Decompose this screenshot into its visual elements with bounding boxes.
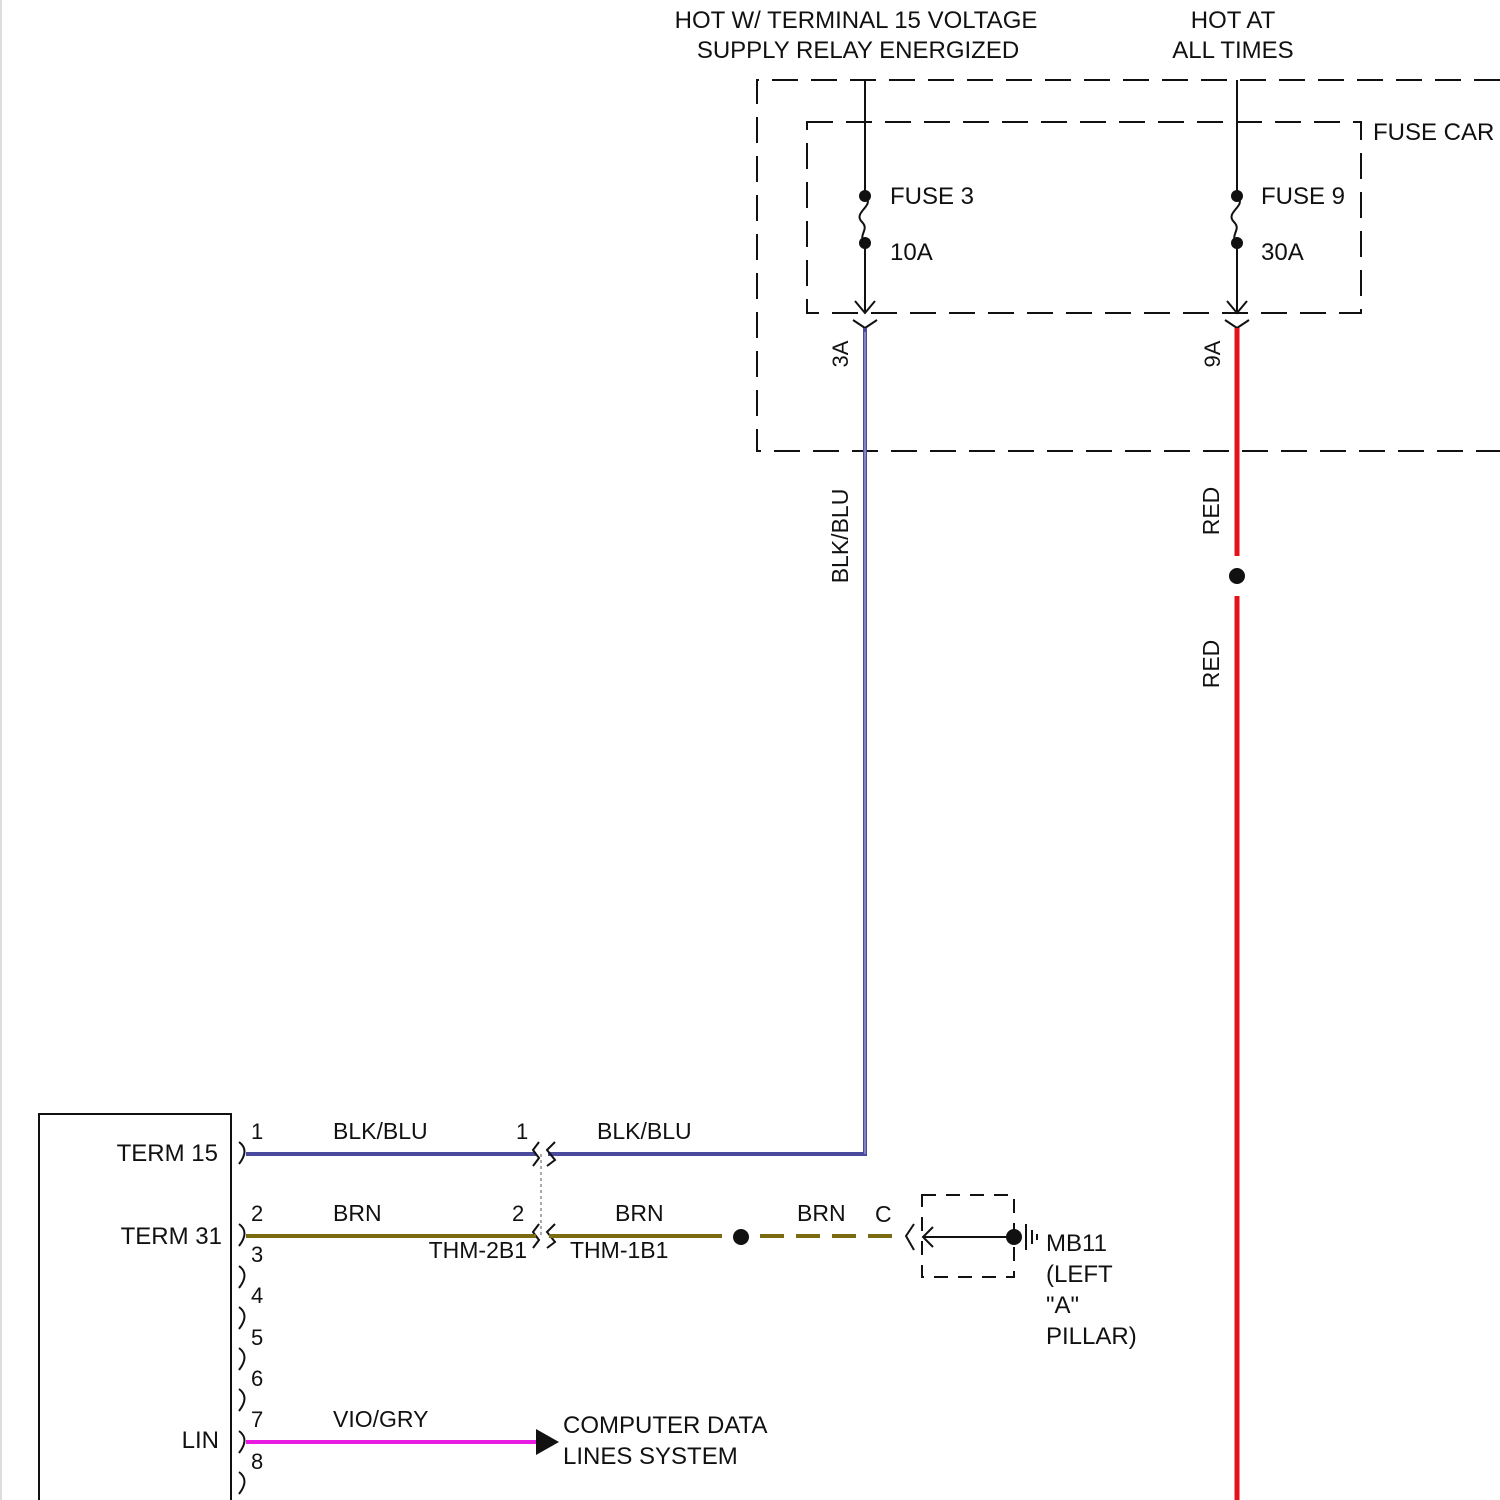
brn-wire-label-right: BRN [797, 1200, 846, 1226]
fuse-car-inner-box [807, 122, 1361, 313]
ground-connector-letter: C [875, 1201, 892, 1227]
data-link-label-line2: LINES SYSTEM [563, 1443, 738, 1470]
blk-blu-wire-label-vertical: BLK/BLU [827, 489, 853, 584]
ground-location-line4: PILLAR) [1046, 1323, 1137, 1350]
inline-connector-side-a: THM-2B1 [429, 1237, 527, 1263]
red-wire-splice [1229, 568, 1245, 584]
inline-connector-side-b: THM-1B1 [570, 1237, 668, 1263]
ground-location-line1: MB11 [1046, 1230, 1107, 1257]
module-pin-2-number: 2 [251, 1201, 263, 1226]
inline-connector-pin-2: 2 [512, 1201, 524, 1226]
lin-arrow [536, 1429, 559, 1455]
always-hot-label-line2: ALL TIMES [1172, 37, 1293, 64]
fuse-3-rating: 10A [890, 239, 933, 266]
module-pin-7-number: 7 [251, 1407, 263, 1432]
term15-wire-label-right: BLK/BLU [597, 1118, 692, 1144]
fuse-9-rating: 30A [1261, 239, 1304, 266]
fuse-3: FUSE 3 10A 3A [828, 80, 974, 367]
term31-wire-label-left: BRN [333, 1200, 382, 1226]
red-wire-label-lower: RED [1198, 640, 1224, 689]
red-wire-label-upper: RED [1198, 487, 1224, 536]
term15-supply-label-line1: HOT W/ TERMINAL 15 VOLTAGE [675, 7, 1038, 34]
module-pin-3-number: 3 [251, 1242, 263, 1267]
module-pin-4-number: 4 [251, 1283, 263, 1308]
fuse-3-terminal: 3A [828, 340, 853, 367]
inline-connector-pin-1: 1 [516, 1119, 528, 1144]
module-pin-6-number: 6 [251, 1366, 263, 1391]
fuse-9: FUSE 9 30A 9A [1200, 80, 1345, 367]
data-link-label-line1: COMPUTER DATA [563, 1412, 767, 1439]
module-connector-hooks [239, 1142, 245, 1494]
ground-location-line2: (LEFT [1046, 1261, 1113, 1288]
module-pin-1-label: TERM 15 [117, 1140, 218, 1167]
brn-wire-splice [733, 1229, 749, 1245]
always-hot-label-line1: HOT AT [1191, 7, 1276, 34]
module-pin-5-number: 5 [251, 1325, 263, 1350]
fuse-9-terminal: 9A [1200, 340, 1225, 367]
fuse-9-name: FUSE 9 [1261, 183, 1345, 210]
ground-location-line3: "A" [1046, 1292, 1079, 1319]
fuse-car-label: FUSE CAR [1373, 119, 1494, 146]
brn-wire-label-middle: BRN [615, 1200, 664, 1226]
module-pin-8-label: LIN [182, 1427, 219, 1454]
inline-connector [533, 1142, 555, 1248]
module-pin-8-number: 8 [251, 1449, 263, 1474]
fuse-3-name: FUSE 3 [890, 183, 974, 210]
term15-wire-label-left: BLK/BLU [333, 1118, 428, 1144]
ground-connector [906, 1195, 1037, 1277]
module-pin-2-label: TERM 31 [121, 1223, 222, 1250]
module-pin-1-number: 1 [251, 1119, 263, 1144]
lin-wire-label: VIO/GRY [333, 1406, 428, 1432]
term15-supply-label-line2: SUPPLY RELAY ENERGIZED [697, 37, 1019, 64]
